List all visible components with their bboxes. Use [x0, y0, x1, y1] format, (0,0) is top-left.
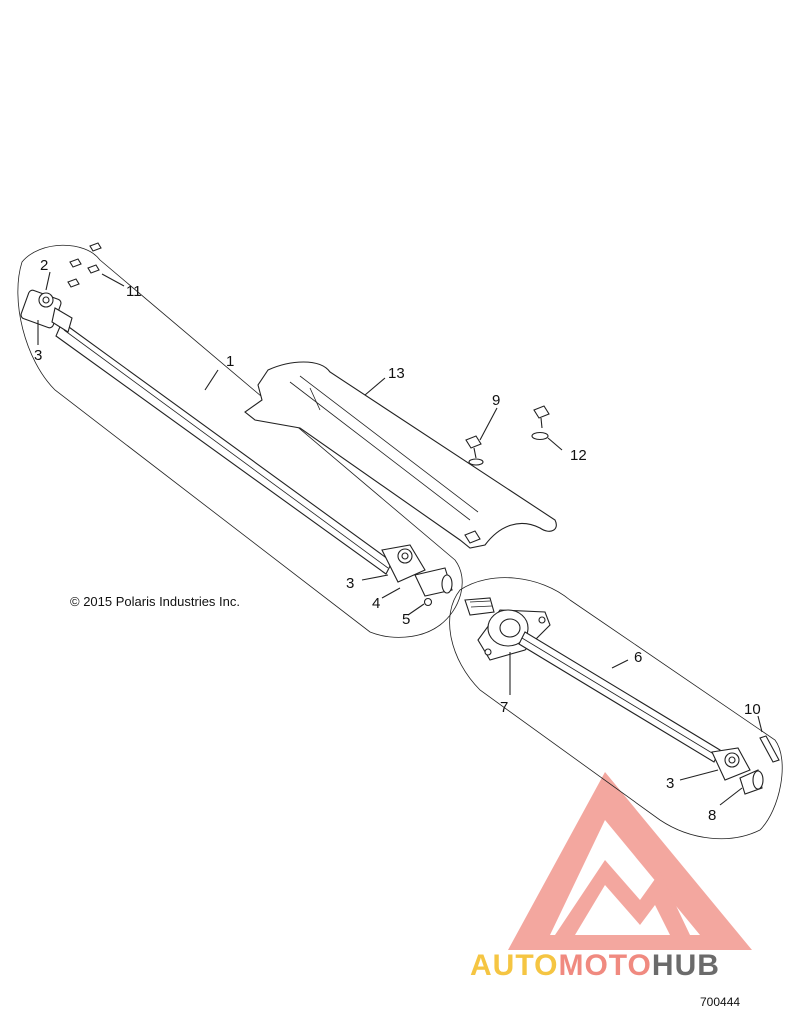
watermark-logo: [508, 772, 752, 950]
yoke-right-6: [711, 747, 764, 795]
shaft-1-line: [63, 329, 389, 569]
driveshaft-6-group: [449, 577, 783, 840]
copyright-notice: © 2015 Polaris Industries Inc.: [70, 594, 240, 609]
callout-12: 12: [570, 447, 587, 464]
watermark-auto: AUTO: [470, 949, 558, 982]
callout-13: 13: [388, 365, 405, 382]
bearing-7: [477, 609, 551, 661]
bolts-11: [67, 242, 102, 288]
callout-1: 1: [226, 353, 234, 370]
callout-10: 10: [744, 701, 761, 718]
watermark-hub: HUB: [652, 949, 720, 982]
callout-6: 6: [634, 649, 642, 666]
callout-3-upper-right: 3: [346, 575, 354, 592]
callout-9: 9: [492, 392, 500, 409]
part-5-clip: [423, 597, 433, 607]
watermark-m-shape: [555, 860, 690, 935]
callout-3-upper-left: 3: [34, 347, 42, 364]
bolt-9: [465, 435, 484, 466]
driveshaft-6-outline: [449, 577, 783, 840]
pin-10: [759, 735, 780, 763]
watermark-triangle: [508, 772, 752, 950]
callout-5: 5: [402, 611, 410, 628]
callout-8: 8: [708, 807, 716, 824]
bolt-12: [531, 405, 550, 441]
driveshaft-1-outline: [17, 244, 463, 638]
watermark-text: AUTOMOTOHUB: [470, 949, 720, 982]
callout-7: 7: [500, 699, 508, 716]
callout-11: 11: [126, 283, 142, 300]
leader-lines: [37, 271, 763, 806]
watermark-moto: MOTO: [558, 949, 651, 982]
document-number: 700444: [700, 995, 740, 1009]
yoke-right-1: [381, 544, 453, 597]
callout-3-lower: 3: [666, 775, 674, 792]
callout-4: 4: [372, 595, 380, 612]
guard-13: [244, 361, 557, 549]
yoke-left-1: [20, 289, 73, 333]
callout-2: 2: [40, 257, 48, 274]
driveshaft-1-group: [17, 244, 463, 638]
